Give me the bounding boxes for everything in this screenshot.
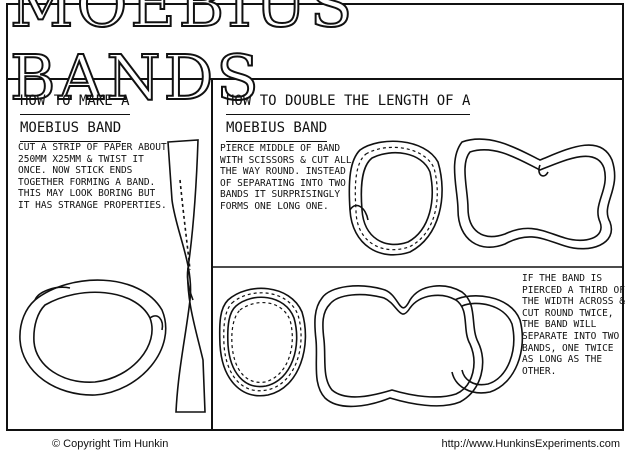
right-heading-line1: HOW TO DOUBLE THE LENGTH OF A	[226, 88, 470, 115]
moebius-band-cut-illustration	[349, 141, 442, 255]
doubled-band-illustration	[455, 139, 615, 249]
website-link[interactable]: http://www.HunkinsExperiments.com	[441, 438, 620, 450]
left-heading-line2: MOEBIUS BAND	[20, 115, 121, 142]
twisted-strip-illustration	[168, 140, 205, 412]
moebius-band-illustration	[20, 280, 166, 395]
interlinked-bands-illustration	[315, 286, 522, 407]
right-panel-top-text: PIERCE MIDDLE OF BAND WITH SCISSORS & CU…	[220, 143, 352, 213]
right-panel-bottom-text: IF THE BAND IS PIERCED A THIRD OF THE WI…	[522, 273, 627, 377]
right-heading-line2: MOEBIUS BAND	[226, 115, 327, 142]
left-panel-heading: HOW TO MAKE A MOEBIUS BAND	[20, 88, 205, 142]
left-panel-text: CUT A STRIP OF PAPER ABOUT 250mm x25mm &…	[18, 142, 168, 212]
page-title: MOEBIUS BANDS	[10, 6, 620, 76]
moebius-band-third-cut-illustration	[220, 288, 306, 395]
left-heading-line1: HOW TO MAKE A	[20, 88, 130, 115]
copyright-text: © Copyright Tim Hunkin	[52, 438, 168, 450]
right-panel-heading: HOW TO DOUBLE THE LENGTH OF A MOEBIUS BA…	[226, 88, 621, 142]
